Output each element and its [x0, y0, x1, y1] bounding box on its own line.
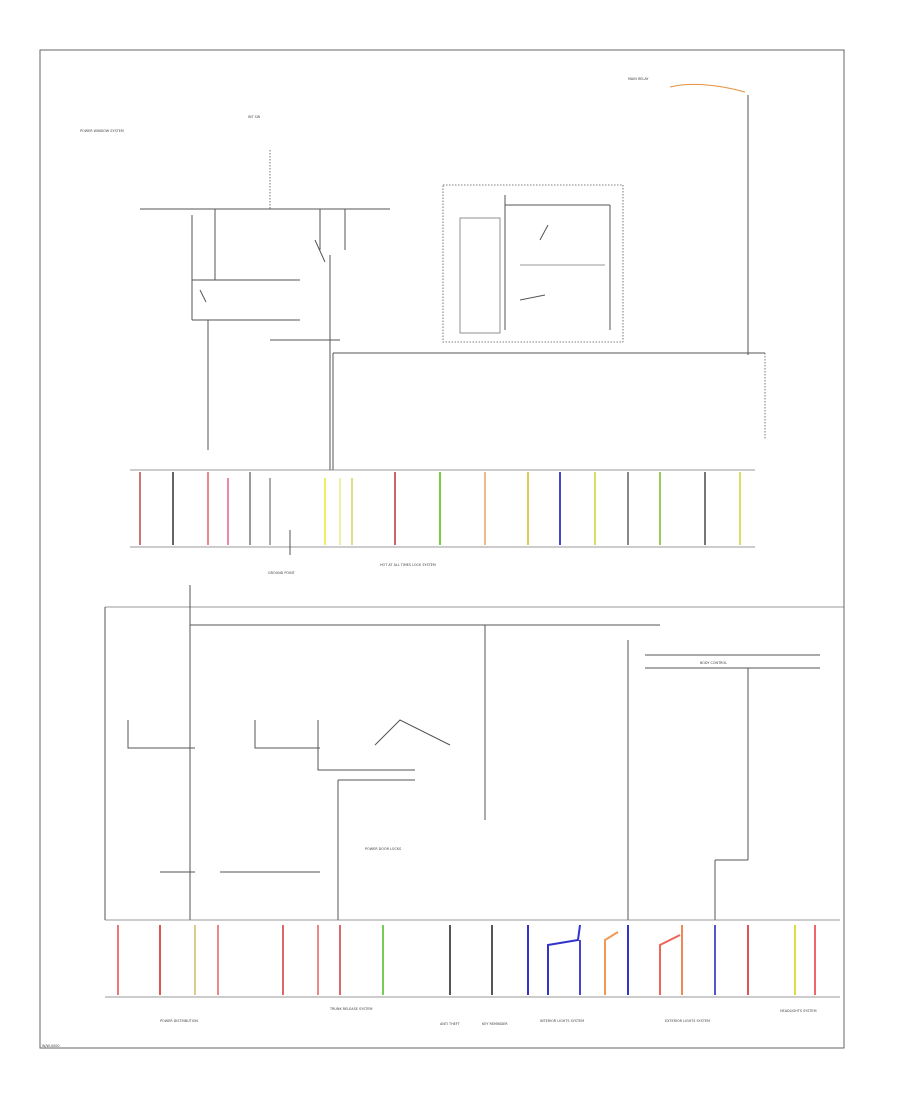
- switch-1: [127, 720, 195, 749]
- diagram-frame: [39, 49, 845, 1049]
- relay-box: [442, 184, 624, 343]
- switch-contact-2: [199, 289, 207, 303]
- bottom-right-group1-label: EXTERIOR LIGHTS SYSTEM: [665, 1019, 710, 1023]
- ground-label: GROUND POINT: [268, 571, 296, 575]
- relay-contact: [519, 294, 546, 301]
- bottom-mid-group4-label: INTERIOR LIGHTS SYSTEM: [540, 1019, 584, 1023]
- switch-contact-1: [314, 239, 326, 263]
- bottom-mid-group3-label: KEY REMINDER: [482, 1022, 508, 1026]
- bottom-right-group2-label: HEADLIGHTS SYSTEM: [780, 1009, 817, 1013]
- bottom-right-bus-label: BODY CONTROL: [700, 661, 727, 665]
- top-right-ecm-label: MAIN RELAY: [628, 77, 649, 81]
- bottom-wires: [117, 924, 816, 995]
- ref-code: W/W-0000: [42, 1044, 60, 1048]
- bottom-mid-group2-label: ANTI THEFT: [440, 1022, 461, 1026]
- switch-3: [317, 720, 415, 771]
- wire-bot-16: [659, 934, 681, 995]
- relay-coil: [459, 217, 501, 334]
- bottom-mid-note: POWER DOOR LOCKS: [365, 847, 401, 851]
- top-left-note: POWER WINDOW SYSTEM: [80, 129, 124, 133]
- switch-4: [374, 719, 451, 746]
- top-wires: [139, 472, 741, 545]
- wire-bot-14: [604, 931, 619, 995]
- wire-bot-12: [547, 924, 581, 995]
- wire-orange-top: [669, 83, 746, 93]
- top-connector-row-label: HOT AT ALL TIMES LOCK SYSTEM: [380, 563, 436, 567]
- top-mid-switch-label: INT SW: [248, 115, 261, 119]
- bottom-left-group-label: POWER DISTRIBUTION: [160, 1019, 198, 1023]
- bottom-mid-group1-label: TRUNK RELEASE SYSTEM: [329, 1007, 373, 1011]
- switch-2: [254, 720, 320, 749]
- relay-contact-2: [539, 224, 549, 241]
